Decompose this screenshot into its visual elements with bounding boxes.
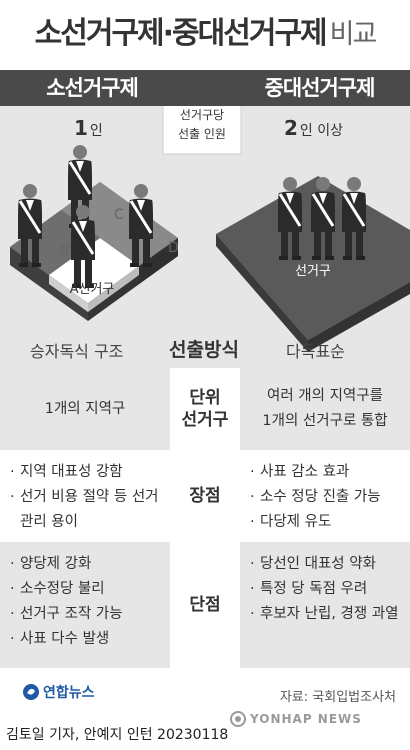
- cons-left-item: 선거구 조작 가능: [10, 602, 164, 627]
- method-left: 승자독식 구조: [30, 342, 124, 361]
- district-letter-d: D: [168, 240, 179, 256]
- pros-row: 지역 대표성 강함 선거 비용 절약 등 선거 관리 용이 장점 사표 감소 효…: [0, 450, 410, 542]
- pros-right-item: 소수 정당 진출 가능: [250, 485, 404, 510]
- unit-label-line-2: 선거구: [181, 410, 229, 430]
- cons-row: 양당제 강화 소수정당 불리 선거구 조작 가능 사표 다수 발생 단점 당선인…: [0, 542, 410, 668]
- title-main: 소선거구제·중대선거구제: [34, 16, 328, 51]
- watermark: YONHAP NEWS: [230, 711, 362, 727]
- unit-right-line-1: 여러 개의 지역구를: [267, 388, 383, 404]
- header-left-label: 소선거구제: [46, 76, 139, 100]
- unit-label-line-1: 단위: [189, 388, 221, 408]
- cons-label: 단점: [189, 595, 221, 615]
- unit-right-line-2: 1개의 선거구로 통합: [262, 413, 388, 429]
- left-count-unit: 인: [89, 123, 103, 139]
- cons-left-item: 사표 다수 발생: [10, 627, 164, 652]
- left-count-number: 1: [74, 116, 88, 140]
- cons-right-item: 후보자 난립, 경쟁 과열: [250, 602, 404, 627]
- method-row: 승자독식 구조 선출방식 다득표순: [0, 328, 410, 368]
- right-count-number: 2: [284, 116, 298, 140]
- district-letter-b: B: [60, 243, 70, 259]
- yonhap-logo: 연합뉴스: [22, 682, 95, 702]
- right-district-label: 선거구: [295, 264, 331, 279]
- title-sub: 비교: [329, 19, 378, 50]
- illustration-scene: [0, 106, 410, 368]
- district-letter-c: C: [114, 207, 124, 223]
- pros-right-item: 다당제 유도: [250, 510, 404, 535]
- cons-left-item: 양당제 강화: [10, 552, 164, 577]
- scene-svg: [10, 106, 410, 352]
- unit-row: 1개의 지역구 단위 선거구 여러 개의 지역구를 1개의 선거구로 통합: [0, 368, 410, 450]
- unit-label: 단위 선거구: [170, 368, 240, 450]
- method-label: 선출방식: [169, 339, 239, 361]
- method-right: 다득표순: [286, 342, 345, 361]
- district-a-label: A선거구: [69, 282, 115, 297]
- unit-left: 1개의 지역구: [0, 368, 170, 450]
- credit-text: 김토일 기자, 안예지 인턴 20230118: [6, 727, 229, 743]
- cons-right: 당선인 대표성 약화 특정 당 독점 우려 후보자 난립, 경쟁 과열: [240, 542, 410, 668]
- yonhap-logo-icon: [23, 684, 39, 700]
- pros-left-item: 지역 대표성 강함: [10, 460, 164, 485]
- ballot-box: [162, 106, 242, 155]
- yonhap-logo-text: 연합뉴스: [43, 685, 95, 701]
- pros-left: 지역 대표성 강함 선거 비용 절약 등 선거 관리 용이: [0, 450, 170, 542]
- header-right-label: 중대선거구제: [264, 76, 376, 100]
- pros-left-item: 선거 비용 절약 등 선거 관리 용이: [10, 485, 164, 535]
- pros-right-item: 사표 감소 효과: [250, 460, 404, 485]
- watermark-icon: [230, 711, 246, 727]
- header-bar: 소선거구제 중대선거구제: [0, 70, 410, 106]
- pros-right: 사표 감소 효과 소수 정당 진출 가능 다당제 유도: [240, 450, 410, 542]
- source-text: 자료: 국회입법조사처: [279, 690, 396, 705]
- watermark-text: YONHAP NEWS: [250, 712, 362, 726]
- pros-label: 장점: [189, 486, 221, 506]
- ballot-box-label: 선거구당 선출 인원: [165, 106, 239, 144]
- cons-right-item: 특정 당 독점 우려: [250, 577, 404, 602]
- ballot-label-line-1: 선거구당: [179, 108, 225, 122]
- cons-right-item: 당선인 대표성 약화: [250, 552, 404, 577]
- ballot-label-line-2: 선출 인원: [178, 127, 226, 141]
- right-count-unit: 인 이상: [299, 123, 344, 139]
- unit-right: 여러 개의 지역구를 1개의 선거구로 통합: [240, 368, 410, 450]
- cons-left-item: 소수정당 불리: [10, 577, 164, 602]
- cons-left: 양당제 강화 소수정당 불리 선거구 조작 가능 사표 다수 발생: [0, 542, 170, 668]
